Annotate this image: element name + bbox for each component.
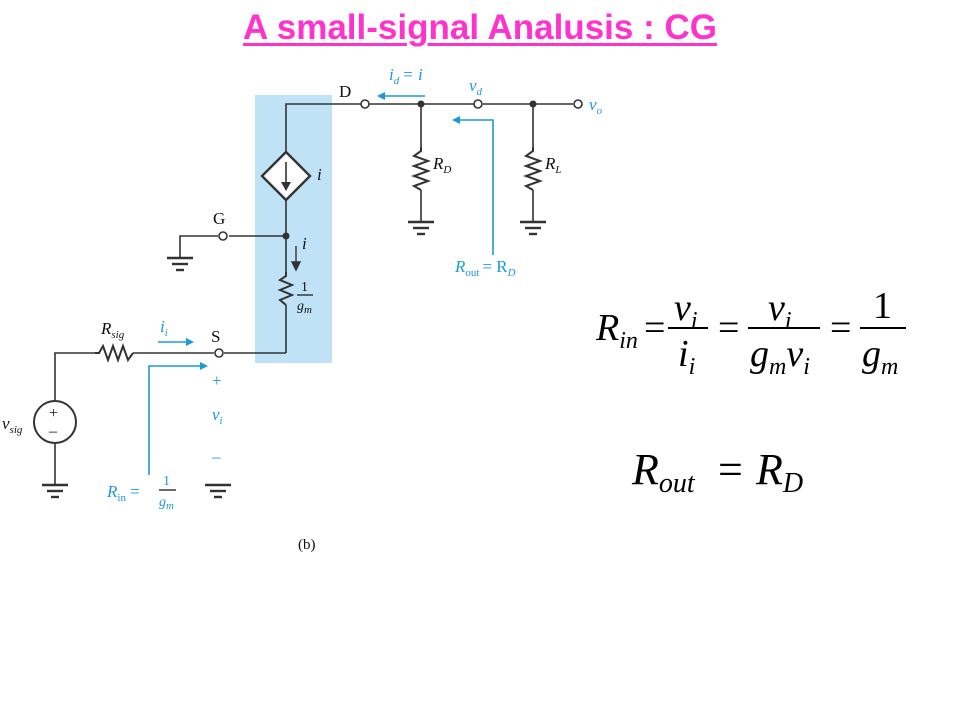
vo-label: vo: [589, 95, 603, 117]
rout-circuit-label: Rout= RD: [454, 257, 516, 279]
svg-text:=: =: [718, 445, 743, 494]
ground-icon-vsig: [42, 483, 68, 499]
dependent-current-source-icon: [260, 150, 312, 202]
terminals: [214, 99, 583, 358]
voltage-source-icon: [33, 400, 77, 444]
frac-num-label: 1: [301, 280, 308, 295]
rout-equation: Rout = RD: [631, 445, 803, 499]
rout-bracket: [460, 119, 494, 255]
ground-icon-rd: [408, 220, 434, 236]
ii-label: ii: [160, 317, 168, 339]
rsig-label: Rsig: [100, 319, 125, 341]
rin-frac-den: gm: [159, 495, 174, 512]
vi-label: vi: [212, 405, 223, 427]
svg-text:Rout: Rout: [631, 445, 696, 499]
svg-text:RD: RD: [755, 445, 803, 499]
terminal-d: [360, 99, 370, 109]
current-arrow-i-icon: [290, 246, 302, 272]
vsig-plus-label: +: [49, 405, 58, 422]
svg-text:=: =: [644, 307, 665, 349]
svg-text:gm: gm: [862, 333, 898, 380]
vd-label: vd: [469, 76, 483, 98]
resistor-rsig-icon: [95, 343, 134, 363]
svg-text:Rin: Rin: [595, 307, 638, 354]
resistor-1-over-gm-icon: [277, 272, 295, 306]
id-label: id= i: [389, 65, 423, 87]
resistor-rl-icon: [523, 147, 543, 191]
terminal-vd: [473, 99, 483, 109]
ground-icon-g: [167, 256, 193, 272]
resistors: [95, 147, 543, 363]
terminal-s: [214, 348, 224, 358]
rin-frac-num: 1: [163, 474, 170, 489]
rd-label: RD: [432, 154, 451, 176]
vi-plus-label: +: [212, 371, 222, 390]
rl-label: RL: [544, 154, 562, 176]
rin-bracket: [148, 365, 200, 475]
source-current-label: i: [317, 165, 322, 184]
svg-text:gmvi: gmvi: [750, 333, 810, 380]
rin-circuit-label: Rin=: [106, 482, 140, 504]
svg-text:=: =: [718, 307, 739, 349]
ground-icon-vi: [205, 483, 231, 499]
junctions: [282, 100, 537, 240]
current-i-label: i: [302, 234, 307, 253]
svg-text:1: 1: [873, 285, 892, 327]
terminal-vo: [573, 99, 583, 109]
slide-title: A small-signal Analusis : CG: [243, 8, 717, 47]
node-g-label: G: [213, 209, 225, 228]
wires: [54, 103, 573, 485]
vsig-label: vsig: [2, 414, 23, 436]
terminal-g: [218, 231, 228, 241]
svg-text:vi: vi: [768, 287, 792, 334]
figure-caption: (b): [298, 537, 316, 553]
vi-minus-label: –: [211, 447, 221, 466]
svg-text:ii: ii: [678, 333, 695, 380]
grounds: [42, 220, 546, 499]
frac-den-label: gm: [297, 299, 312, 316]
vsig-minus-label: –: [48, 423, 58, 440]
svg-text:vi: vi: [674, 287, 698, 334]
resistor-rd-icon: [411, 147, 431, 191]
blue-annotations: [148, 95, 494, 475]
mosfet-model-highlight: [255, 95, 332, 363]
rin-equation: Rin = vi ii = vi gmvi = 1 gm: [595, 285, 898, 380]
node-s-label: S: [211, 327, 220, 346]
ground-icon-rl: [520, 220, 546, 236]
node-d-label: D: [339, 82, 351, 101]
fraction-bars: [159, 294, 313, 491]
svg-text:=: =: [830, 307, 851, 349]
